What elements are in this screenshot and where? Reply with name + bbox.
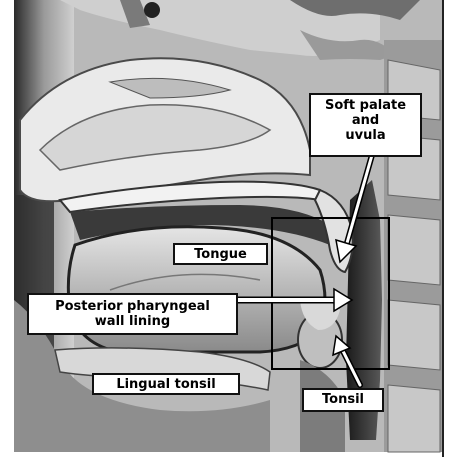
label-posterior-pharyngeal-wall: Posterior pharyngeal wall lining: [27, 293, 238, 335]
label-tonsil: Tonsil: [302, 388, 384, 412]
label-lingual-tonsil: Lingual tonsil: [92, 373, 240, 395]
label-tongue: Tongue: [173, 243, 268, 265]
label-soft-palate-uvula: Soft palate and uvula: [309, 93, 422, 157]
